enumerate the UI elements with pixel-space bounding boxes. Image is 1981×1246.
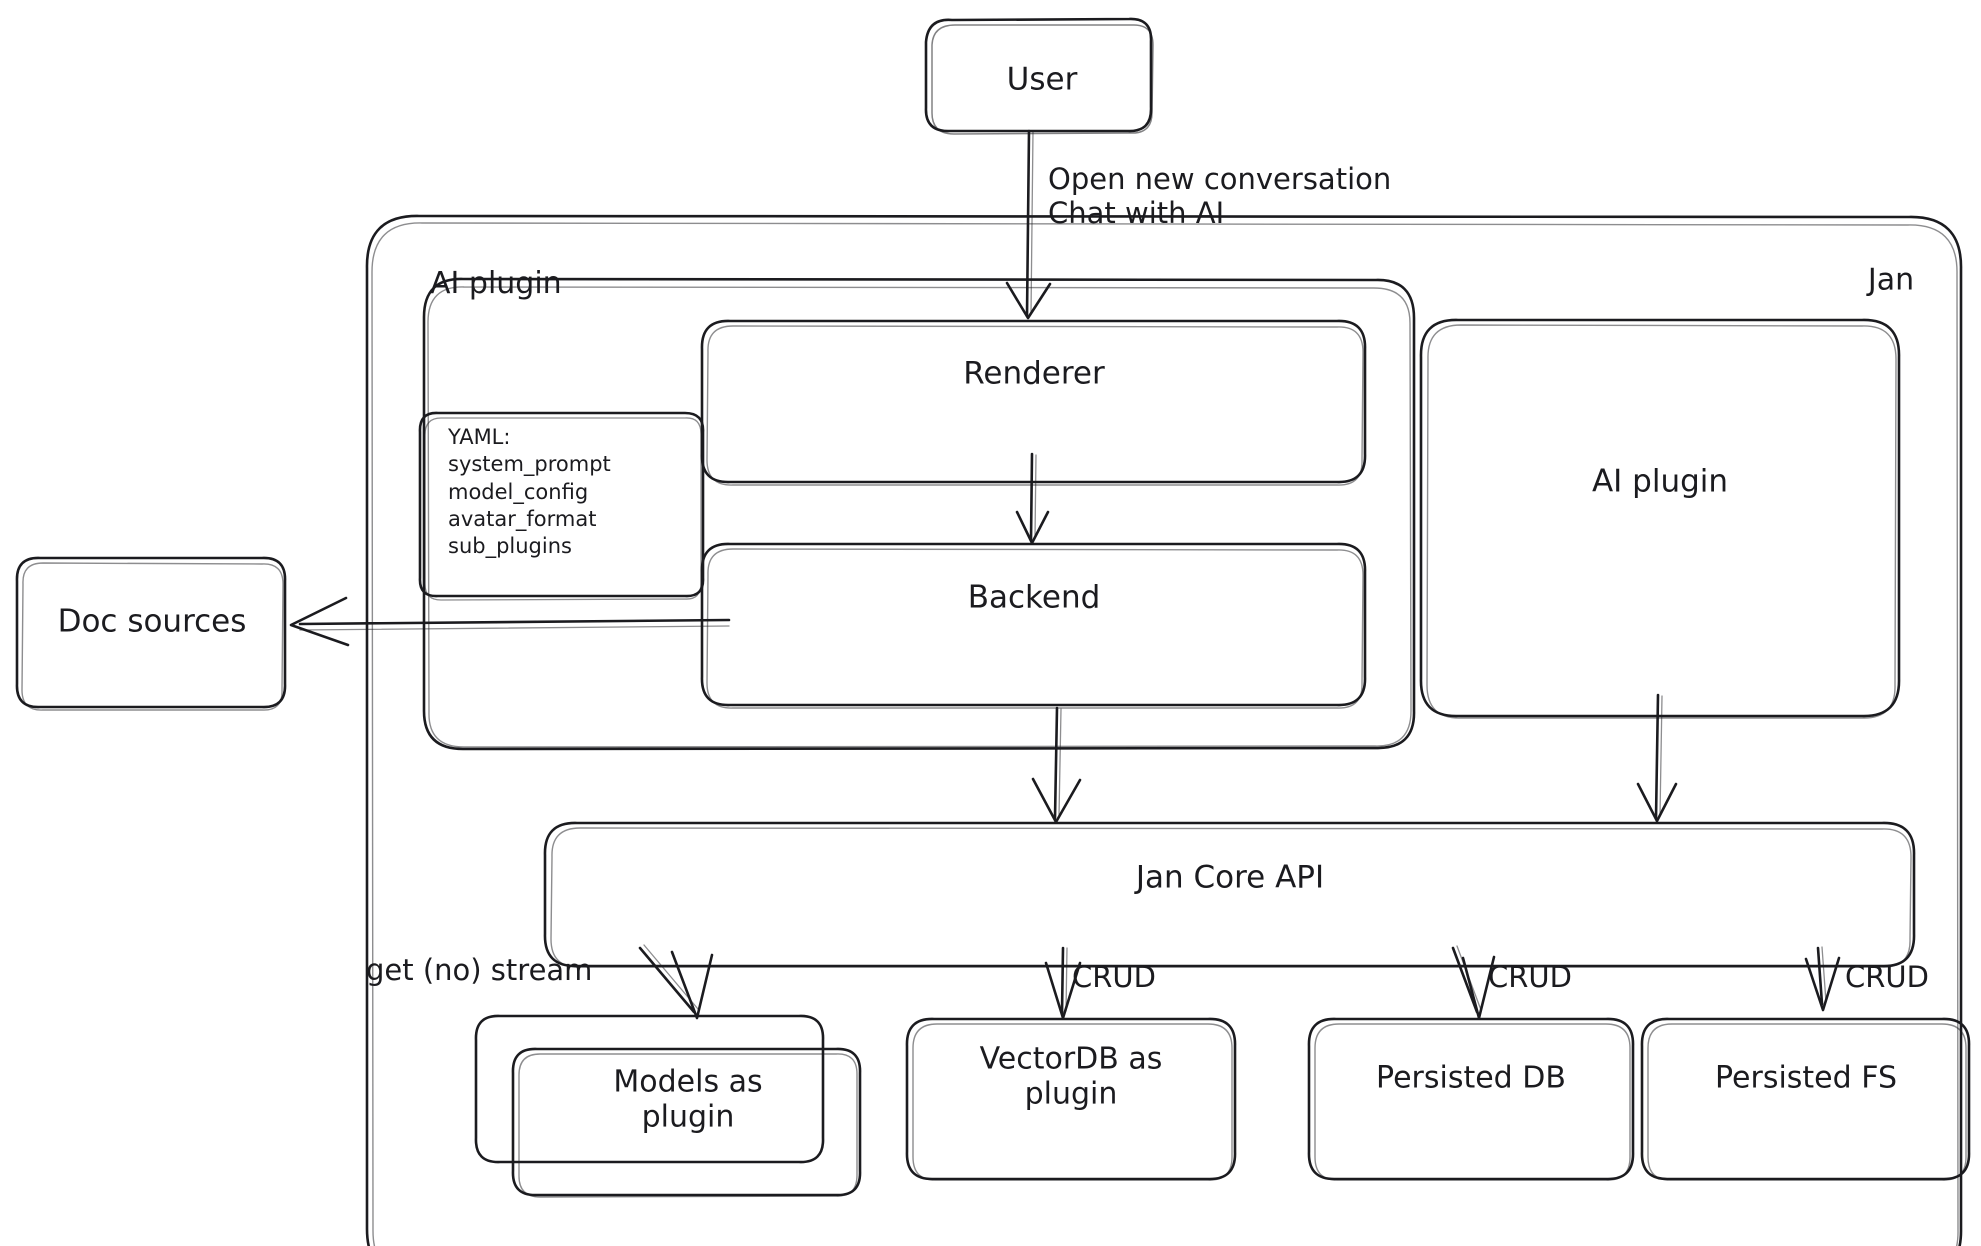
yaml-key-system-prompt: system_prompt (448, 452, 611, 477)
renderer-node-shape[interactable] (700, 319, 1367, 486)
edge-label-core-to-persisted-db: CRUD (1488, 960, 1572, 994)
doc-sources-node-label: Doc sources (57, 603, 247, 640)
vectordb-node-label: VectorDB as plugin (979, 1041, 1163, 1112)
edge-renderer-to-backend (1015, 452, 1050, 545)
persisted-db-node-label: Persisted DB (1376, 1060, 1566, 1096)
edge-user-to-renderer (1005, 129, 1052, 320)
yaml-card: YAML: system_prompt model_config avatar_… (448, 424, 611, 560)
edge-label-core-to-vectordb: CRUD (1072, 960, 1156, 994)
edge-label-user-to-renderer: Open new conversation Chat with AI (1048, 162, 1392, 231)
edge-core-to-vectordb (1044, 946, 1082, 1020)
edge-label-core-to-models: get (no) stream (366, 953, 593, 987)
ai-plugin-group-label: AI plugin (430, 266, 562, 301)
yaml-key-sub-plugins: sub_plugins (448, 534, 572, 559)
edge-ai-plugin-to-core (1636, 693, 1678, 823)
ai-plugin-right-node-shape[interactable] (1419, 318, 1901, 719)
edge-label-core-to-persisted-fs: CRUD (1845, 960, 1929, 994)
yaml-key-model-config: model_config (448, 479, 589, 504)
yaml-key-avatar-format: avatar_format (448, 506, 597, 531)
edge-backend-to-core (1031, 706, 1082, 824)
renderer-node-label: Renderer (963, 355, 1105, 392)
backend-node-shape[interactable] (700, 542, 1367, 709)
user-node-shape[interactable] (924, 17, 1154, 135)
persisted-fs-node-label: Persisted FS (1715, 1060, 1897, 1096)
jan-container-label: Jan (1867, 262, 1915, 298)
doc-sources-node-shape[interactable] (15, 556, 287, 711)
persisted-db-node-shape[interactable] (1307, 1017, 1635, 1181)
ai-plugin-group-shape (422, 277, 1416, 751)
ai-plugin-right-node-label: AI plugin (1591, 463, 1729, 500)
persisted-fs-node-shape[interactable] (1640, 1017, 1971, 1181)
models-node-label: Models as plugin (613, 1064, 763, 1135)
jan-core-api-node-shape[interactable] (543, 821, 1916, 968)
backend-node-label: Backend (967, 579, 1101, 616)
jan-container-shape (365, 214, 1963, 1246)
edge-core-to-models (638, 944, 714, 1020)
models-node-shape[interactable] (474, 1014, 862, 1198)
edge-backend-to-doc-sources (289, 596, 731, 647)
edge-core-to-persisted-db (1451, 945, 1496, 1020)
user-node-label: User (1006, 61, 1078, 98)
jan-core-api-node-label: Jan Core API (1135, 859, 1325, 896)
vectordb-node-shape[interactable] (905, 1017, 1237, 1181)
edge-core-to-persisted-fs (1804, 946, 1841, 1012)
yaml-header: YAML: (448, 425, 511, 449)
yaml-card-shape (418, 411, 705, 601)
